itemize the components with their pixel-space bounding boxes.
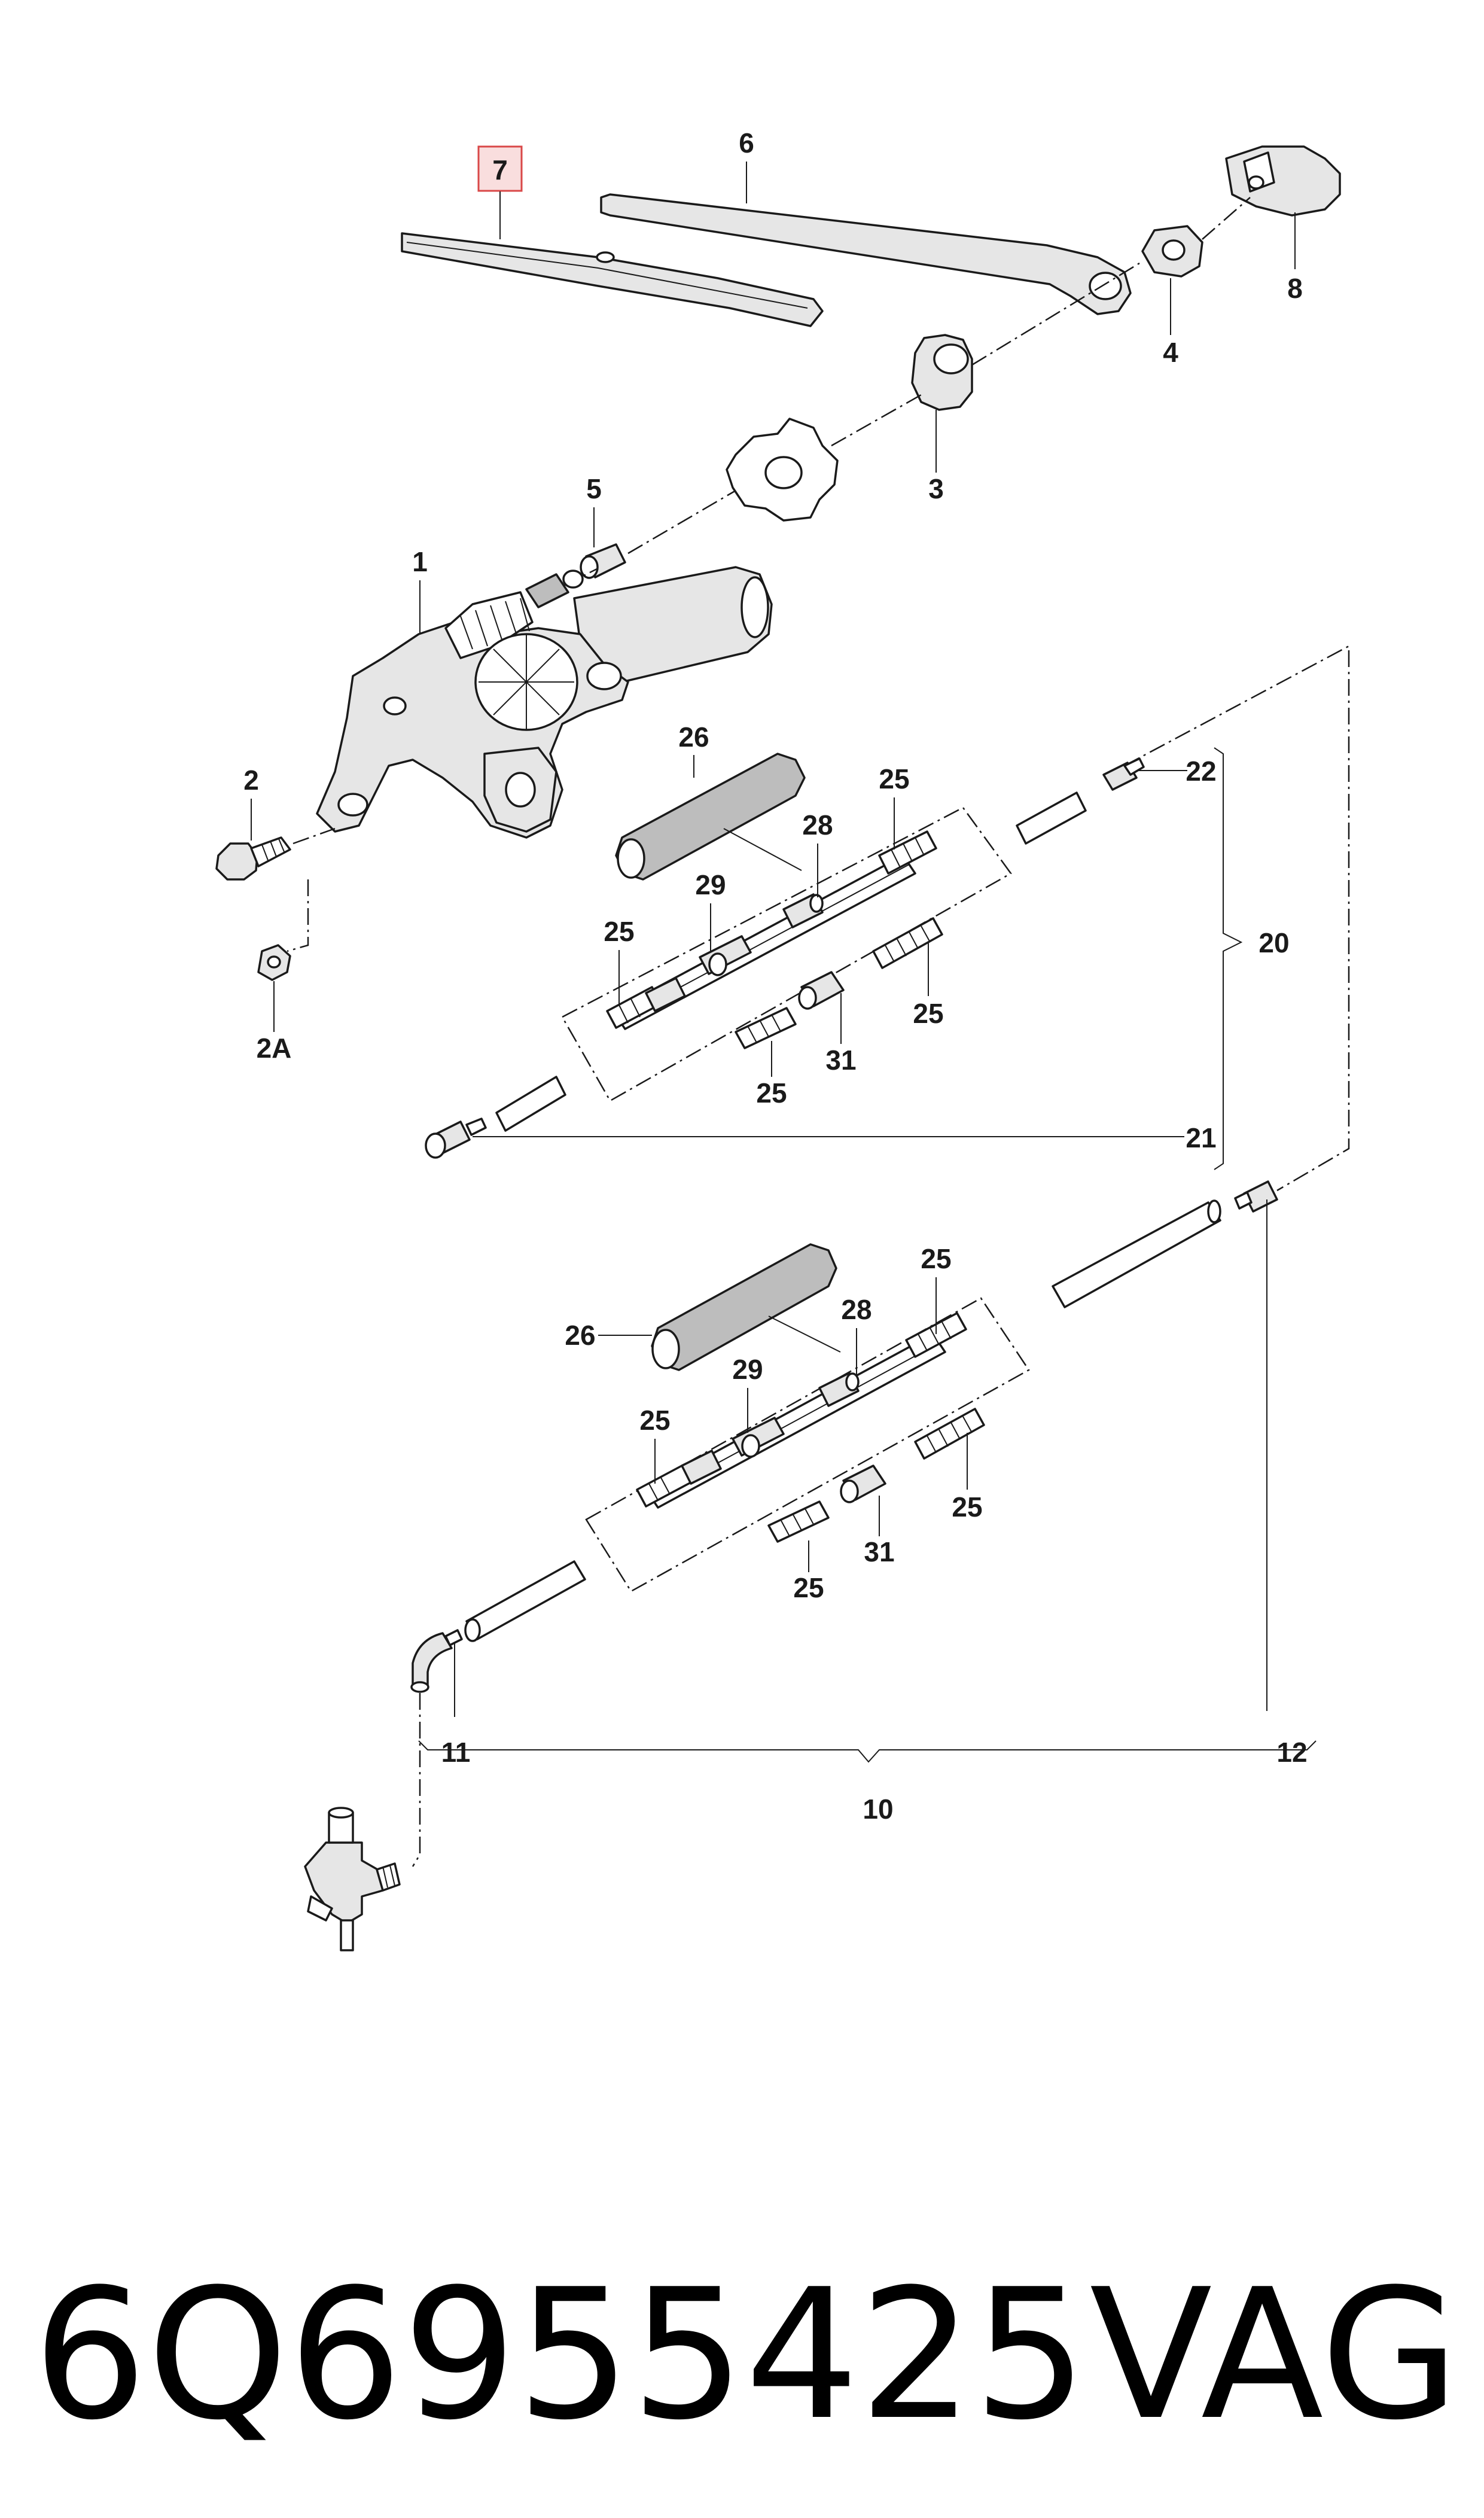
callout-20[interactable]: 20 xyxy=(1258,927,1289,958)
callout-25e[interactable]: 25 xyxy=(921,1243,951,1274)
bracket-10 xyxy=(418,1740,1317,1763)
callout-26b[interactable]: 26 xyxy=(565,1320,595,1351)
callout-25c[interactable]: 25 xyxy=(913,998,943,1029)
leader-26a xyxy=(723,828,802,871)
connector-31b-part[interactable] xyxy=(840,1464,886,1503)
axis-20 xyxy=(1124,644,1350,1192)
callout-28a[interactable]: 28 xyxy=(802,809,833,841)
fitting-25d-part[interactable] xyxy=(914,1408,985,1460)
callout-25a[interactable]: 25 xyxy=(879,763,909,794)
bolt-axis xyxy=(292,827,336,845)
callout-29b[interactable]: 29 xyxy=(732,1354,763,1385)
callout-8[interactable]: 8 xyxy=(1287,273,1303,304)
nut-axis xyxy=(287,879,309,952)
brand-caption: VAG xyxy=(1090,2251,1459,2459)
callout-28b[interactable]: 28 xyxy=(841,1294,871,1325)
hose-end-21-side[interactable] xyxy=(495,1076,566,1132)
callout-1[interactable]: 1 xyxy=(412,546,428,577)
wiper-blade-part[interactable] xyxy=(401,232,824,327)
callout-10[interactable]: 10 xyxy=(863,1794,893,1825)
hose-assembly-10-part[interactable] xyxy=(636,1312,967,1509)
callout-25h[interactable]: 25 xyxy=(793,1572,824,1603)
fitting-25b-part[interactable] xyxy=(872,917,943,969)
connector-21-part[interactable] xyxy=(425,1118,487,1159)
hose-end-22-side[interactable] xyxy=(1016,791,1087,845)
hose-short-part[interactable] xyxy=(464,1560,586,1642)
callout-12[interactable]: 12 xyxy=(1276,1737,1307,1768)
callout-25f[interactable]: 25 xyxy=(639,1405,670,1436)
fitting-25-part[interactable] xyxy=(735,1007,797,1049)
connector-31-part[interactable] xyxy=(798,971,845,1010)
protective-sleeve-26b-part[interactable] xyxy=(651,1243,837,1371)
callout-26a[interactable]: 26 xyxy=(678,721,709,753)
leader-26b xyxy=(598,1316,841,1353)
callout-11[interactable]: 11 xyxy=(441,1737,471,1768)
bolt-part[interactable] xyxy=(215,836,291,881)
callout-31b[interactable]: 31 xyxy=(864,1536,894,1567)
callout-31a[interactable]: 31 xyxy=(825,1045,856,1076)
wiper-motor-part[interactable] xyxy=(316,566,773,839)
wiper-arm-part[interactable] xyxy=(600,193,1132,315)
connector-22-part[interactable] xyxy=(1102,757,1145,791)
seal-part[interactable] xyxy=(726,418,839,522)
nut-2a-part[interactable] xyxy=(257,944,291,981)
callout-22[interactable]: 22 xyxy=(1186,756,1216,787)
highlighted-callout-7[interactable]: 7 xyxy=(477,145,523,192)
cap-part[interactable] xyxy=(1225,145,1341,217)
tpiece-axis xyxy=(412,1693,421,1867)
elbow-connector-11-part[interactable] xyxy=(410,1629,463,1693)
hex-nut-part[interactable] xyxy=(1141,225,1203,278)
protective-sleeve-26-part[interactable] xyxy=(615,753,806,881)
callout-21[interactable]: 21 xyxy=(1186,1122,1216,1153)
callout-2A[interactable]: 2A xyxy=(257,1033,292,1064)
t-piece-connector-part[interactable] xyxy=(304,1807,401,1951)
hose-long-part[interactable] xyxy=(1052,1199,1221,1308)
callout-7-label: 7 xyxy=(492,154,508,185)
callout-3[interactable]: 3 xyxy=(928,473,944,504)
callout-2[interactable]: 2 xyxy=(243,765,259,796)
callout-4[interactable]: 4 xyxy=(1163,337,1178,368)
callout-25d[interactable]: 25 xyxy=(756,1077,787,1109)
part-number-caption: 6Q6955425 xyxy=(33,2251,1087,2459)
sleeve-part[interactable] xyxy=(580,543,626,579)
callout-25g[interactable]: 25 xyxy=(952,1491,982,1523)
hose-assembly-20-part[interactable] xyxy=(606,830,937,1030)
callout-29a[interactable]: 29 xyxy=(695,869,726,900)
callout-6[interactable]: 6 xyxy=(739,127,754,159)
callout-5[interactable]: 5 xyxy=(586,473,602,504)
connector-12-part[interactable] xyxy=(1234,1180,1278,1213)
bracket-20 xyxy=(1214,747,1243,1170)
bushing-part[interactable] xyxy=(911,334,973,411)
hose-set-20-frame xyxy=(561,806,1012,1102)
callout-25b[interactable]: 25 xyxy=(604,916,634,947)
fitting-25c-part[interactable] xyxy=(767,1500,830,1543)
